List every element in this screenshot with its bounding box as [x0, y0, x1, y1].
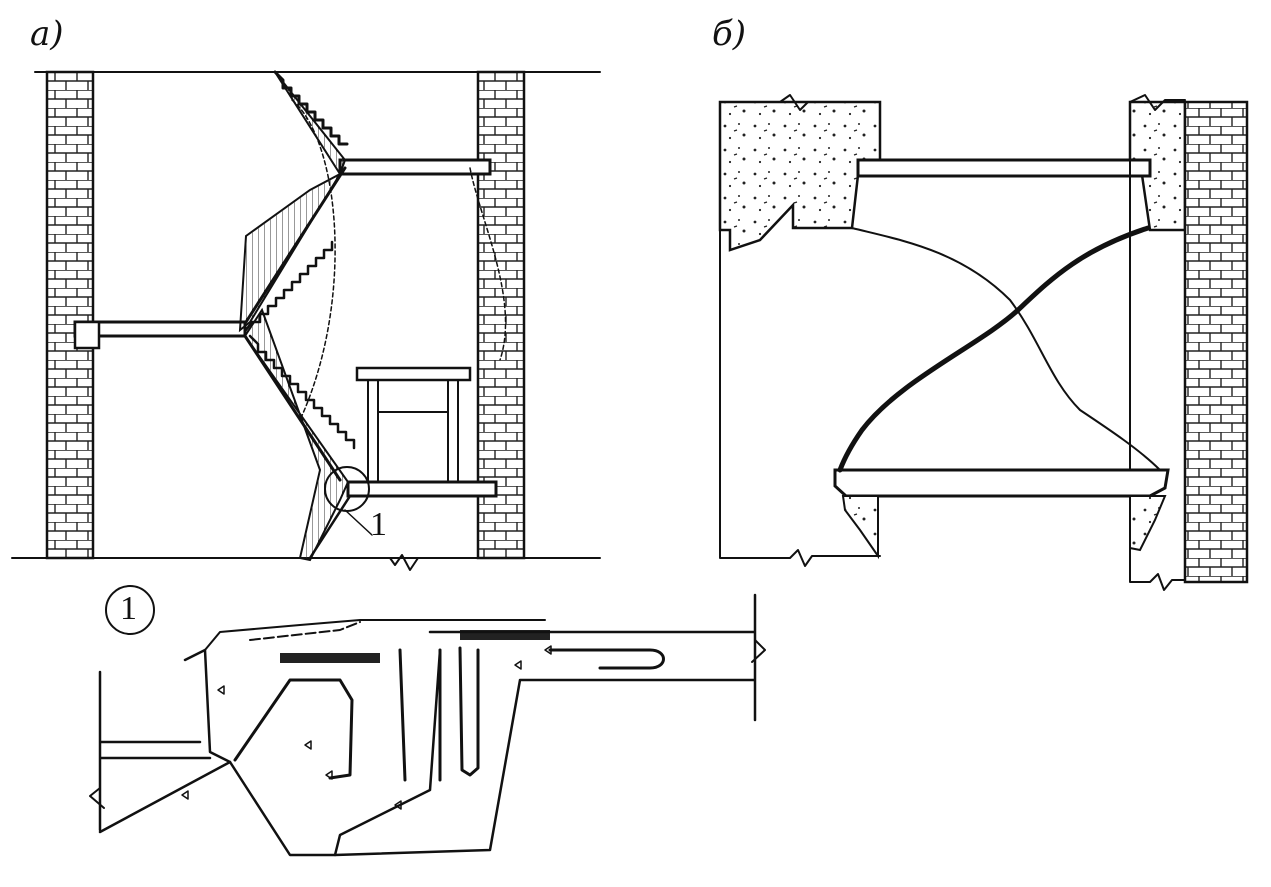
- bottom-left-support: [841, 495, 879, 560]
- stair-steps-2: [244, 240, 334, 332]
- railing-posts: [367, 379, 459, 483]
- detail-aggregate-marks: [181, 645, 552, 810]
- stair-soffit-3: [308, 494, 352, 560]
- detail-lower-diagonal: [98, 760, 232, 834]
- panel-b-drawing: [718, 94, 1249, 591]
- landing-support-left: [73, 320, 101, 350]
- detail-leader: [344, 509, 373, 536]
- left-brick-wall: [45, 70, 95, 560]
- crack-lines: [291, 99, 507, 421]
- railing-top: [355, 366, 472, 382]
- landing-slab-upper: [338, 158, 492, 176]
- stair-soffit-1: [244, 166, 347, 324]
- stair-soffit-2: [243, 334, 342, 482]
- detail-right-hook: [548, 648, 665, 670]
- detail-right-slab: [333, 593, 757, 857]
- bottom-right-support: [1129, 495, 1167, 552]
- panel-a-label: а): [30, 14, 64, 54]
- detail-top-bar: [204, 619, 546, 651]
- marker-1-label: 1: [370, 506, 387, 543]
- detail-1-label: 1: [120, 590, 137, 627]
- top-beam: [856, 158, 1152, 178]
- detail-rebar-loop-left: [233, 678, 354, 780]
- detail-left-break: [89, 741, 105, 809]
- crack-secondary: [851, 227, 1161, 471]
- crack-main: [837, 225, 1151, 473]
- detail-right-break: [751, 639, 766, 663]
- landing-slab-middle: [73, 320, 247, 338]
- break-line: [299, 554, 419, 571]
- landing-slab-lower: [346, 480, 498, 498]
- detail-main-outline: [183, 648, 442, 857]
- detail-1-drawing: [89, 585, 766, 857]
- detail-rebar-vertical: [398, 648, 442, 782]
- stair-flight-upper: [238, 71, 347, 333]
- top-break-lines: [719, 94, 1186, 111]
- panel-b-label: б): [712, 14, 747, 54]
- bottom-beam: [833, 468, 1170, 498]
- stair-steps-3: [248, 334, 356, 450]
- right-brick-column: [1183, 100, 1249, 584]
- stair-steps-1: [273, 70, 349, 146]
- detail-1-marker: [105, 585, 155, 635]
- detail-top-lap: [249, 621, 361, 641]
- detail-bearing-right: [460, 630, 550, 640]
- panel-a-drawing: [11, 70, 601, 571]
- right-brick-wall: [476, 70, 526, 560]
- detail-left-slab: [98, 670, 212, 832]
- detail-rebar-hook: [458, 646, 480, 777]
- left-wall-edge: [719, 101, 881, 567]
- detail-bearing-left: [280, 653, 380, 663]
